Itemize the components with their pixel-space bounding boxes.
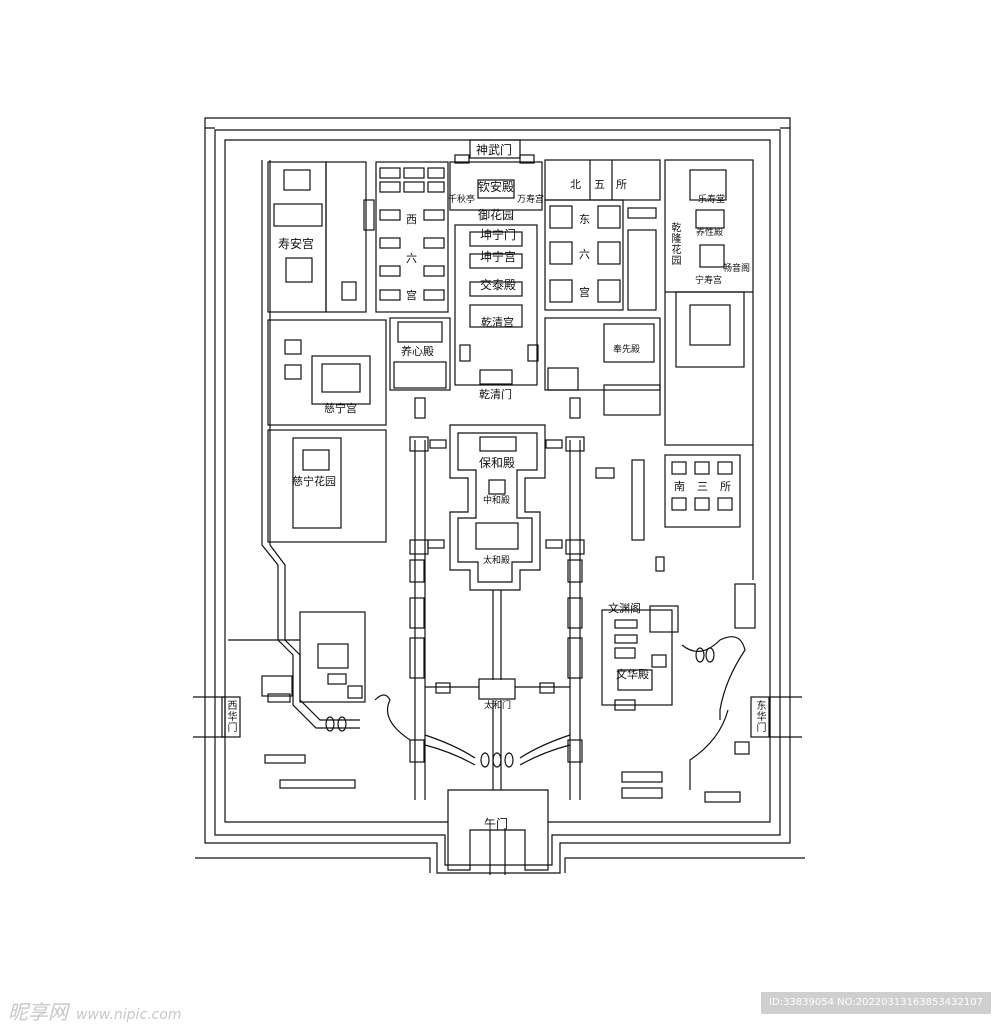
forbidden-city-map <box>193 117 805 875</box>
label-north-five-2: 五 <box>594 178 605 191</box>
label-south-three-2: 三 <box>697 480 708 493</box>
label-yangxing-hall: 养性殿 <box>696 228 724 238</box>
label-yangxin-hall: 养心殿 <box>401 345 434 358</box>
wu-gate <box>447 822 549 871</box>
label-baohe-hall: 保和殿 <box>479 456 516 470</box>
label-cining-garden: 慈宁花园 <box>292 475 336 488</box>
label-qianqing-palace: 乾清宫 <box>481 316 514 329</box>
label-qianqing-gate: 乾清门 <box>479 388 512 401</box>
label-leshou-hall: 乐寿堂 <box>698 195 726 205</box>
label-wanshou-palace: 万寿宫 <box>517 195 545 205</box>
label-imperial-garden: 御花园 <box>478 208 515 222</box>
label-changyin-pavilion: 畅音阁 <box>723 264 751 274</box>
zhonghe-hall <box>488 479 506 495</box>
label-east-six-3: 宫 <box>579 286 590 299</box>
label-west-six-1: 西 <box>406 213 417 226</box>
label-west-six-2: 六 <box>406 252 417 265</box>
label-wu-gate: 午门 <box>484 817 509 831</box>
xihua-gate-box <box>221 696 241 738</box>
qianqing-gate <box>479 369 513 385</box>
image-id-badge: ID:33839054 NO:20220313163853432107 <box>761 992 991 1014</box>
label-ningshou-palace: 宁寿宫 <box>695 276 723 286</box>
label-qianqiu-pavilion: 千秋亭 <box>448 195 476 205</box>
label-taihe-hall: 太和殿 <box>483 556 511 566</box>
three-halls-terrace <box>449 424 546 591</box>
label-east-six-1: 东 <box>579 213 590 226</box>
label-qianlong-garden: 乾隆花园 <box>669 222 680 266</box>
label-east-six-2: 六 <box>579 248 590 261</box>
label-cining-palace: 慈宁宫 <box>324 402 357 415</box>
label-zhonghe-hall: 中和殿 <box>483 496 511 506</box>
label-xihua-gate: 西华门 <box>225 700 236 733</box>
label-south-three-1: 南 <box>674 480 685 493</box>
label-jiaotai-hall: 交泰殿 <box>480 278 517 292</box>
outer-wall <box>204 117 791 874</box>
label-kunning-gate: 坤宁门 <box>480 228 517 242</box>
watermark-logo: 昵享网 <box>8 1000 68 1024</box>
donghua-gate-box <box>750 696 770 738</box>
label-north-five-3: 所 <box>616 178 627 191</box>
watermark: 昵享网 www.nipic.com <box>8 996 182 1025</box>
taihe-gate <box>478 678 516 700</box>
label-donghua-gate: 东华门 <box>754 700 765 733</box>
taihe-hall <box>475 522 519 550</box>
label-taihe-gate: 太和门 <box>484 701 512 711</box>
label-wenyuan-pavilion: 文渊阁 <box>608 602 641 615</box>
label-north-five-1: 北 <box>570 178 581 191</box>
baohe-hall <box>479 436 517 452</box>
label-kunning-palace: 坤宁宫 <box>480 250 517 264</box>
label-south-three-3: 所 <box>720 480 731 493</box>
label-wenhua-hall: 文华殿 <box>616 668 649 681</box>
shenwu-gate <box>469 139 521 159</box>
label-fengxian-hall: 奉先殿 <box>613 345 641 355</box>
label-west-six-3: 宫 <box>406 289 417 302</box>
label-shouan-palace: 寿安宫 <box>278 237 315 251</box>
inner-wall <box>214 129 781 866</box>
label-shenwu-gate: 神武门 <box>476 143 513 157</box>
label-qinan-hall: 钦安殿 <box>478 180 515 194</box>
watermark-site: www.nipic.com <box>76 1007 182 1023</box>
